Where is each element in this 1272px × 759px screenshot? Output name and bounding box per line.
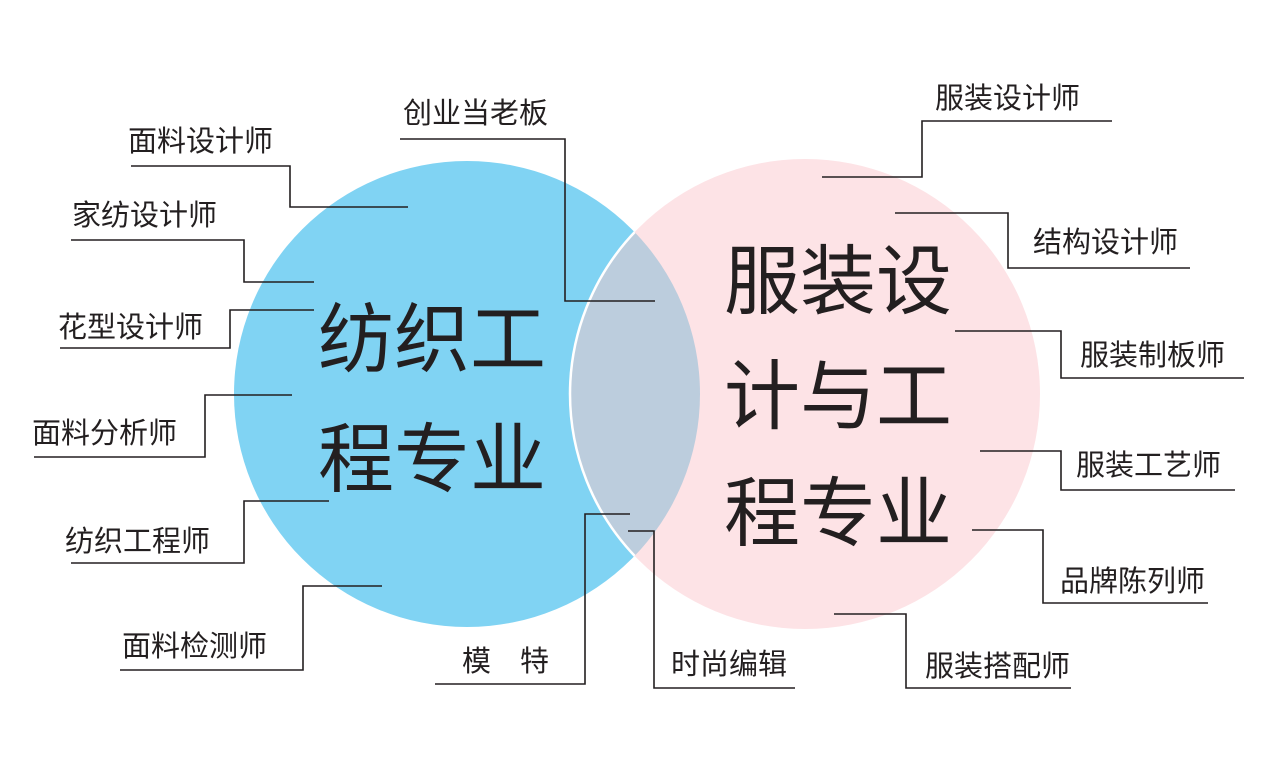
career-label: 家纺设计师	[72, 198, 217, 232]
career-label: 服装工艺师	[1076, 448, 1221, 482]
leader-line	[822, 120, 1112, 178]
fashion-circle	[570, 159, 1040, 629]
leader-line	[60, 309, 314, 349]
leader-line	[120, 585, 382, 671]
career-label: 服装搭配师	[925, 649, 1070, 683]
fashion-title-line1: 服装设	[724, 237, 952, 326]
leader-line	[435, 513, 630, 685]
leader-line	[34, 394, 292, 458]
career-label: 创业当老板	[403, 96, 548, 130]
leader-line	[131, 165, 408, 208]
career-label: 服装制板师	[1080, 338, 1225, 372]
career-label: 纺织工程师	[65, 524, 210, 558]
career-label: 时尚编辑	[671, 647, 787, 681]
textile-circle	[234, 161, 700, 627]
leader-line	[834, 613, 1071, 689]
leader-line	[895, 212, 1190, 269]
leader-line	[955, 330, 1244, 379]
overlap-outline	[568, 161, 700, 627]
career-label: 面料检测师	[122, 629, 267, 663]
career-label: 花型设计师	[58, 310, 203, 344]
leader-line	[628, 530, 795, 689]
leader-line	[972, 529, 1208, 604]
career-label: 服装设计师	[935, 81, 1080, 115]
textile-title-line1: 纺织工	[318, 295, 546, 384]
leader-line	[71, 500, 329, 564]
leader-line	[71, 239, 314, 283]
career-label: 结构设计师	[1033, 225, 1178, 259]
career-label: 面料分析师	[32, 416, 177, 450]
leader-line	[980, 450, 1235, 491]
leader-line	[400, 138, 655, 302]
career-label: 品牌陈列师	[1060, 564, 1205, 598]
textile-title-line2: 程专业	[318, 415, 546, 504]
career-label: 模 特	[462, 644, 549, 678]
fashion-title-line3: 程专业	[724, 469, 952, 558]
career-label: 面料设计师	[128, 124, 273, 158]
fashion-title-line2: 计与工	[724, 352, 952, 441]
